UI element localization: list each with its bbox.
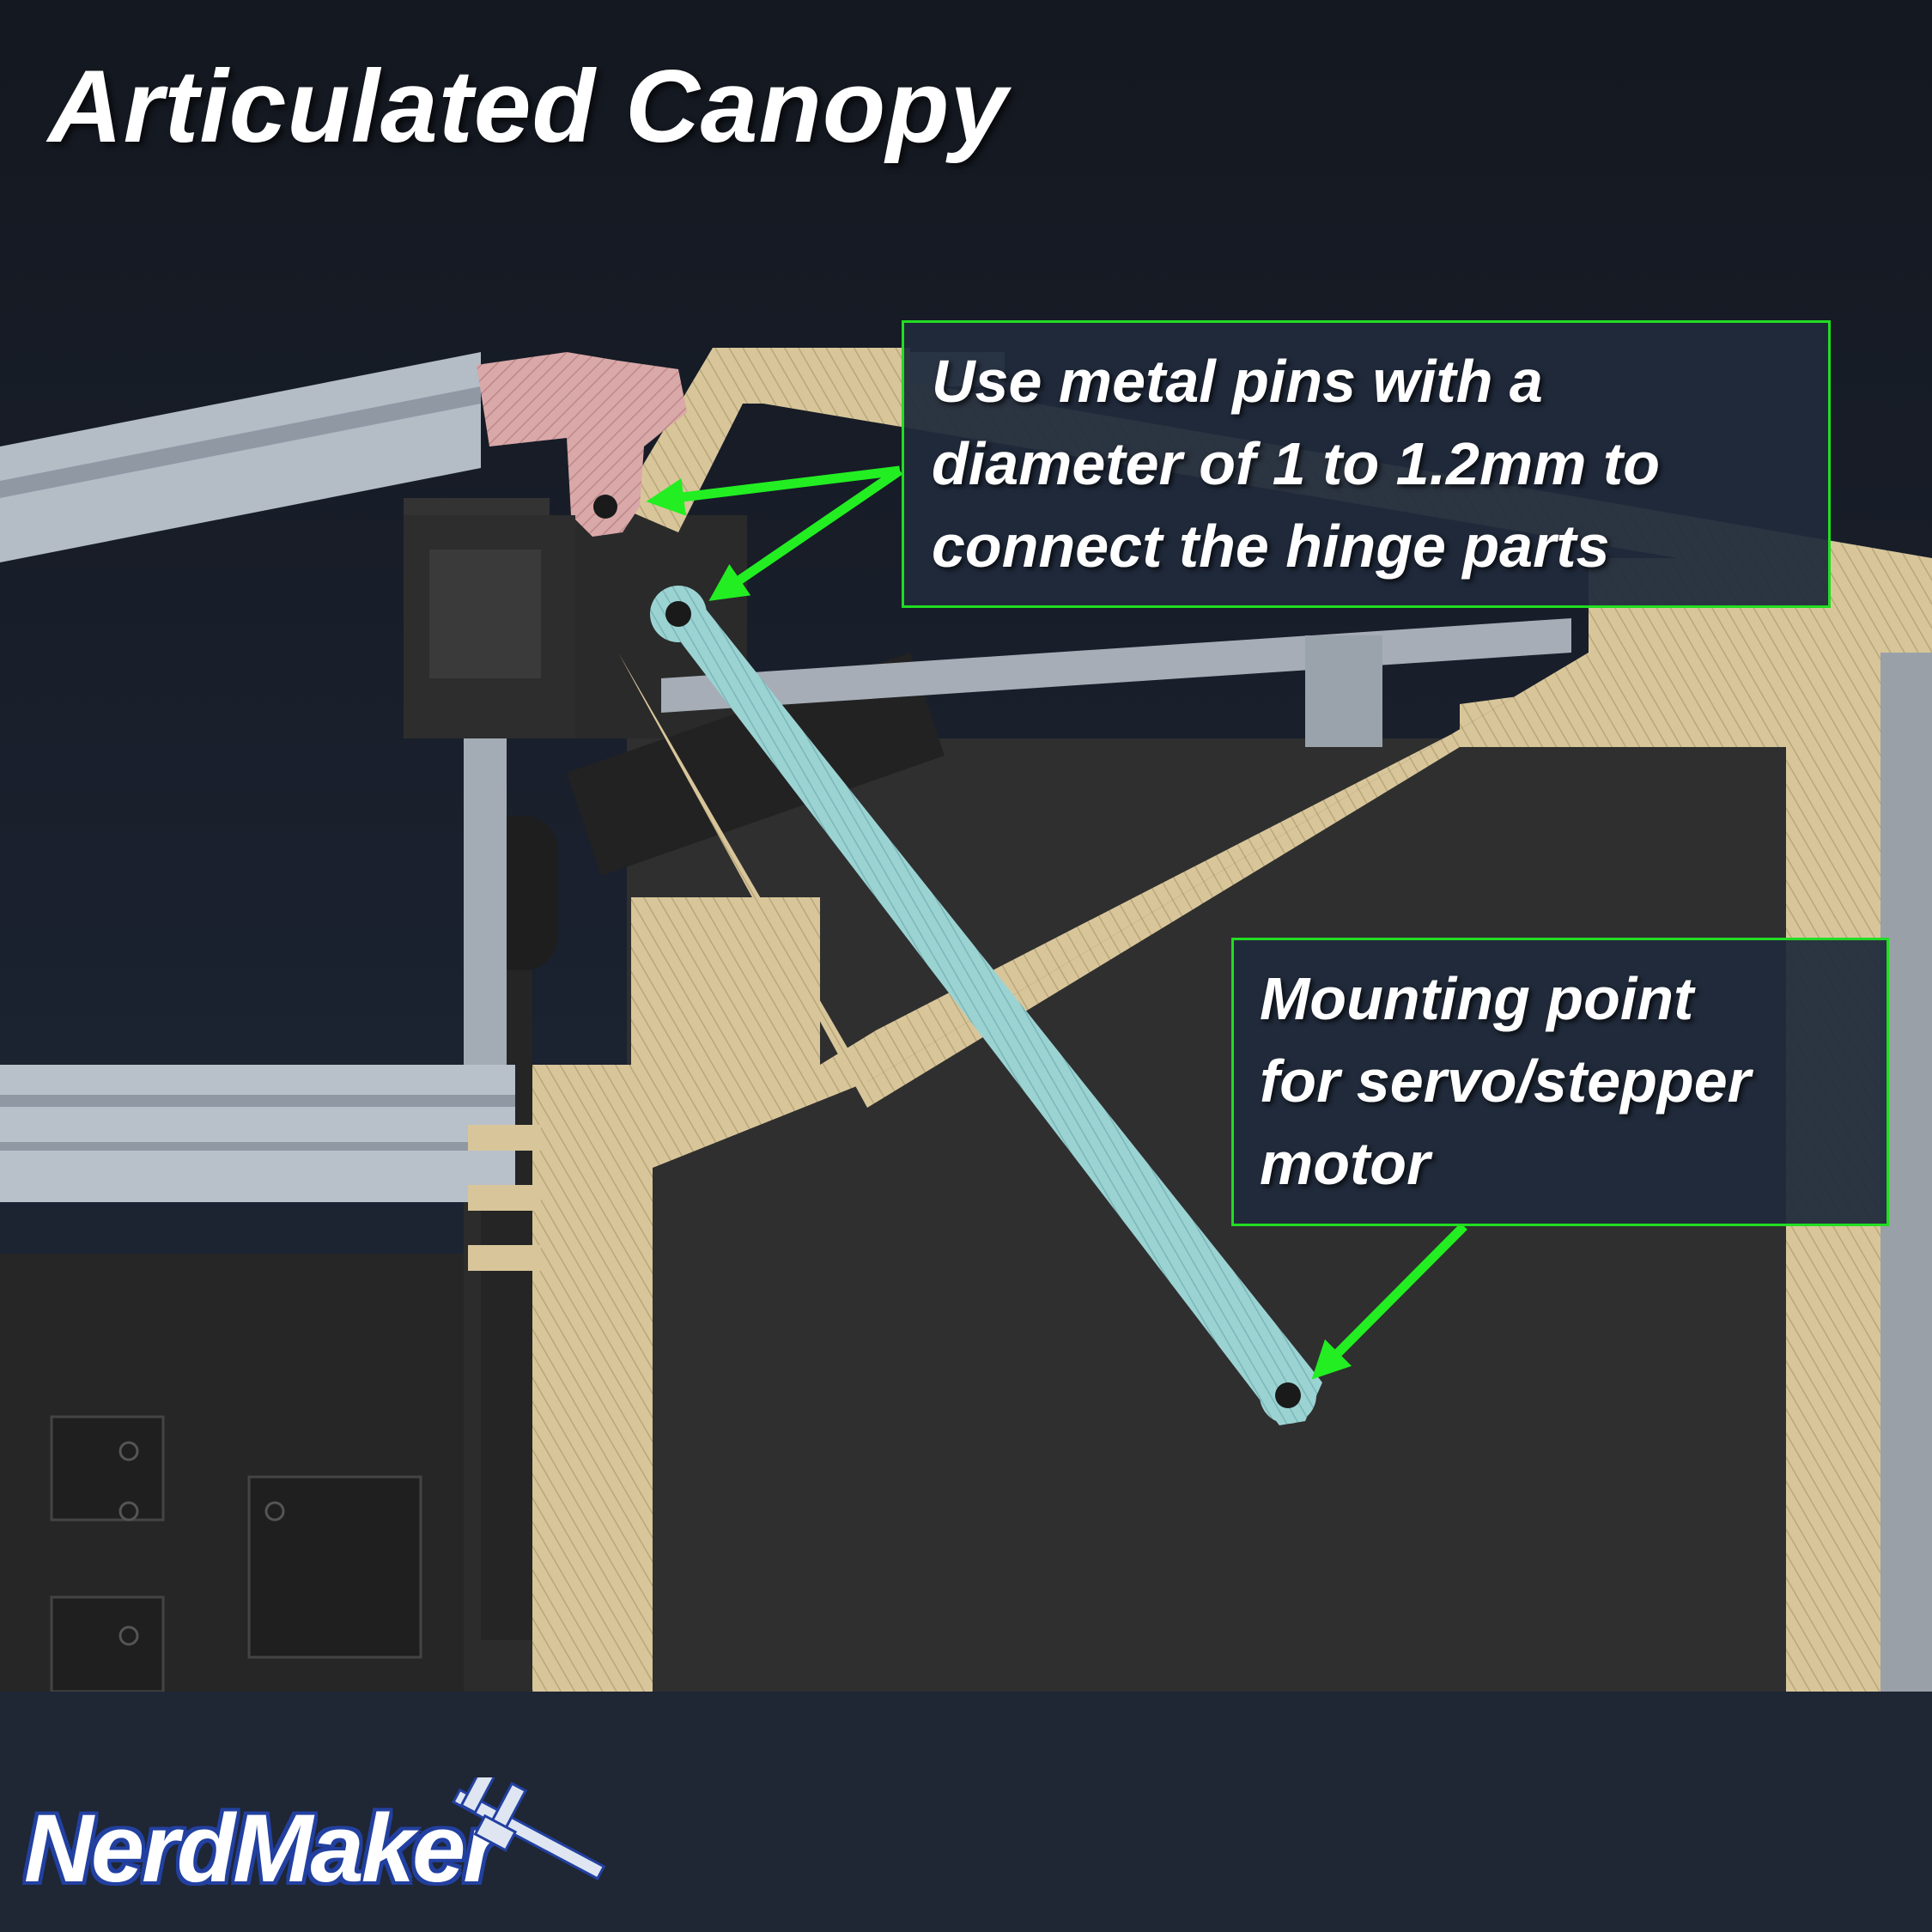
- callout-arrows: [646, 465, 1467, 1380]
- link-arm: [650, 586, 1322, 1425]
- footer-strip: [0, 1692, 1932, 1932]
- hinge-part: [477, 352, 687, 537]
- callout-mount-line-3: motor: [1260, 1130, 1431, 1197]
- callout-pins-line-2: diameter of 1 to 1.2mm to: [932, 430, 1660, 497]
- logo-wordmark: NerdMaker: [24, 1795, 501, 1902]
- hinge-mechanism: [404, 515, 575, 738]
- caliper-icon: [452, 1777, 606, 1880]
- callout-mounting-point: Mounting point for servo/stepper motor: [1231, 938, 1889, 1226]
- page-title: Articulated Canopy: [48, 49, 1009, 164]
- canopy-rails: [0, 352, 1932, 1692]
- callout-mount-line-2: for servo/stepper: [1260, 1048, 1751, 1115]
- callout-metal-pins: Use metal pins with a diameter of 1 to 1…: [902, 320, 1831, 608]
- callout-pins-line-1: Use metal pins with a: [932, 348, 1543, 415]
- nerdmaker-logo: NerdMaker: [24, 1777, 625, 1906]
- callout-pins-line-3: connect the hinge parts: [932, 513, 1610, 580]
- callout-mount-line-1: Mounting point: [1260, 965, 1694, 1032]
